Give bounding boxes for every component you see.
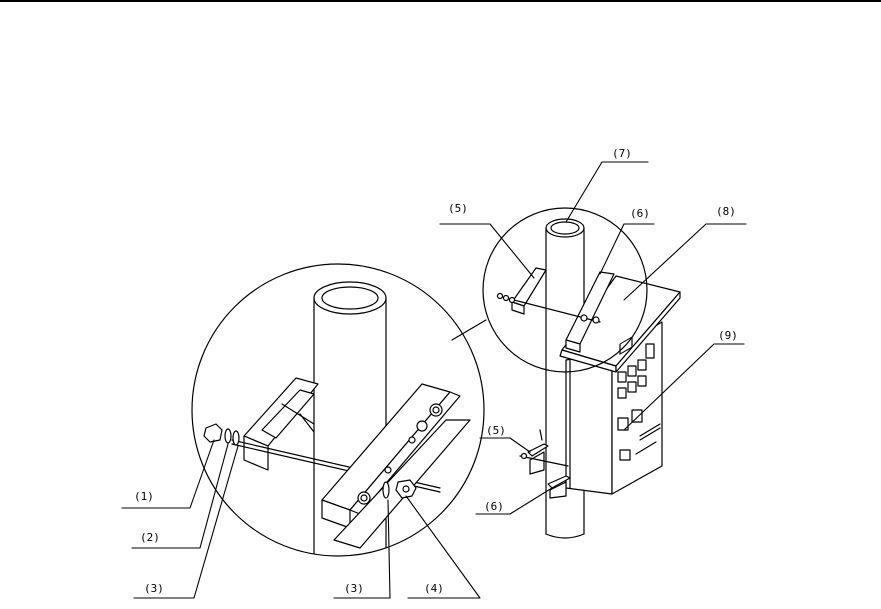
detail-connector (452, 320, 486, 340)
callout-6-bottom: (6) (484, 500, 504, 513)
callout-3-left: (3) (144, 582, 164, 595)
main-assembly (483, 208, 680, 538)
callout-1: (1) (134, 490, 154, 503)
callout-9: (9) (718, 329, 738, 342)
detail-rear-bracket (244, 378, 318, 470)
callout-6-top: (6) (630, 207, 650, 220)
callout-8: (8) (716, 205, 736, 218)
callout-5-bottom: (5) (486, 424, 506, 437)
callout-4: (4) (424, 582, 444, 595)
lower-bracket (520, 430, 570, 498)
callout-3-right: (3) (344, 582, 364, 595)
detail-left-fasteners (204, 424, 239, 445)
callout-5-top: (5) (448, 202, 468, 215)
callout-2: (2) (140, 531, 160, 544)
detail-right-fasteners (383, 480, 416, 498)
detail-view (192, 264, 484, 560)
callout-7: (7) (612, 147, 632, 160)
